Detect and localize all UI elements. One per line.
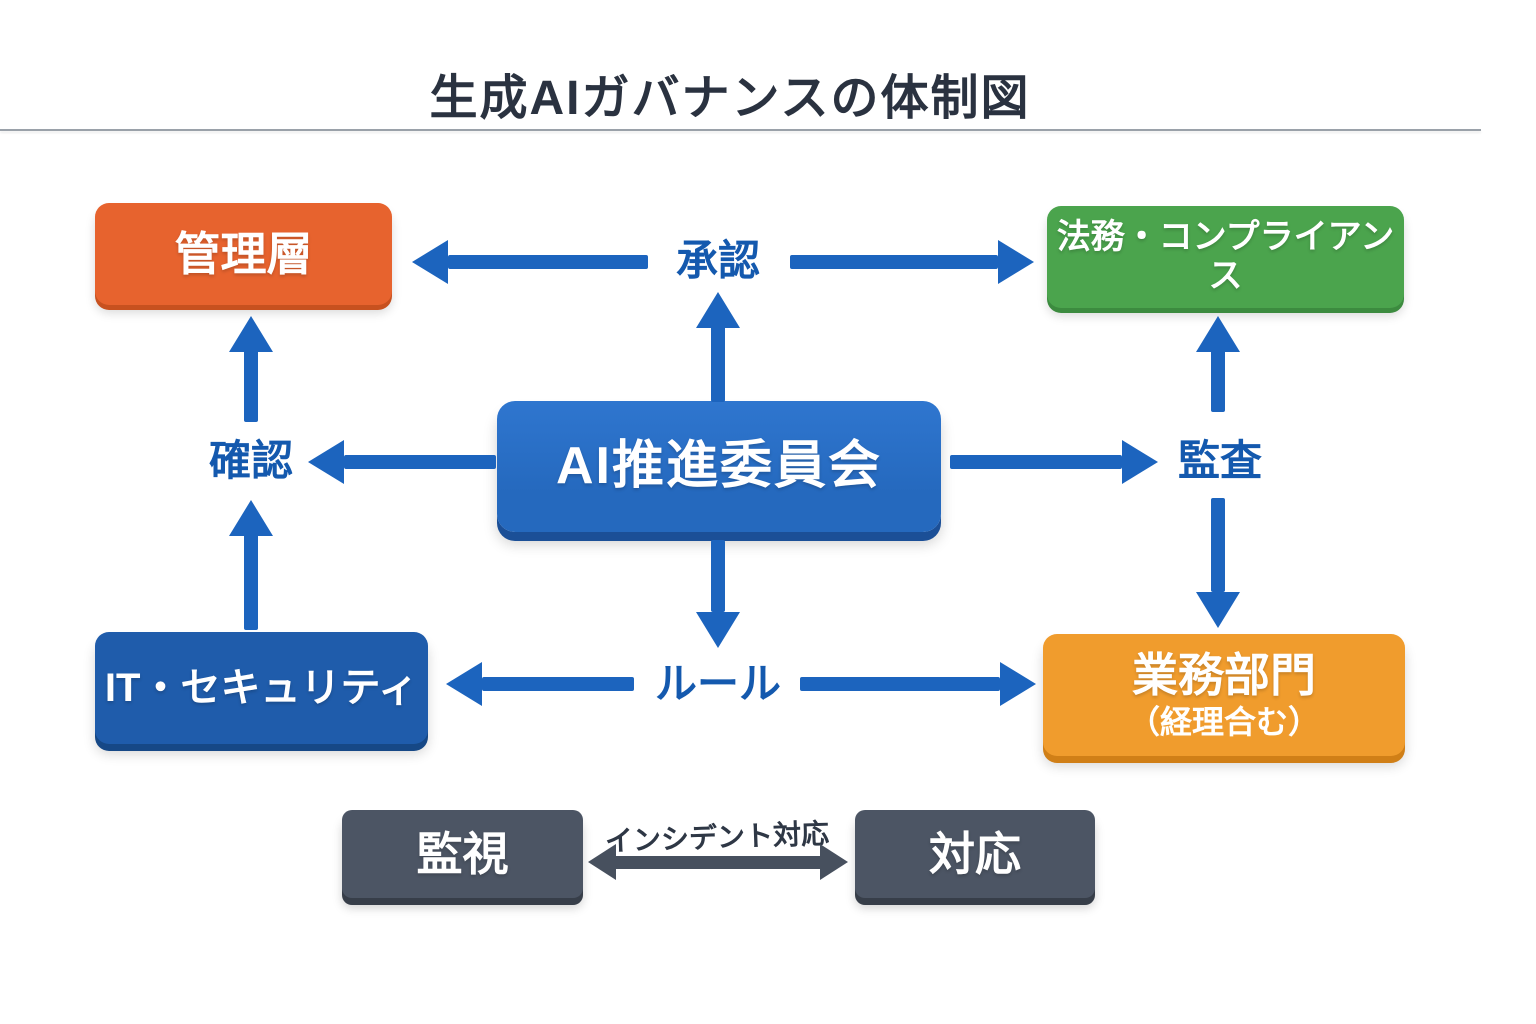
arrow-shaft-committee-to-rules — [711, 540, 725, 612]
arrow-shaft-confirmation-to-management — [244, 350, 258, 422]
edge-label-confirmation: 確認 — [208, 437, 293, 484]
node-response-label: 対応 — [929, 827, 1021, 880]
arrow-shaft-audit-to-business — [1211, 498, 1225, 592]
arrow-head-incident-right — [820, 844, 848, 880]
arrow-shaft-approval-left — [448, 255, 648, 269]
node-it-security: IT・セキュリティ — [95, 632, 428, 744]
edge-label-audit: 監査 — [1177, 437, 1262, 484]
arrow-head-rules-to-it — [446, 662, 482, 706]
arrow-shaft-committee-to-approval — [711, 326, 725, 402]
node-legal-compliance-label: 法務・コンプライアンス — [1056, 217, 1395, 295]
page-title: 生成AIガバナンスの体制図 — [429, 72, 1031, 125]
node-ai-committee-label: AI推進委員会 — [555, 436, 882, 495]
arrow-head-committee-to-confirmation — [308, 440, 344, 484]
arrow-head-confirmation-to-management — [229, 316, 273, 352]
node-management: 管理層 — [95, 203, 392, 305]
arrow-head-committee-to-audit — [1122, 440, 1158, 484]
arrow-head-approval-to-management — [412, 240, 448, 284]
arrow-head-audit-to-business — [1196, 592, 1240, 628]
arrow-shaft-audit-to-legal — [1211, 350, 1225, 412]
arrow-shaft-committee-to-confirmation — [344, 455, 496, 469]
node-business-dept-label: 業務部門 — [1132, 649, 1316, 702]
node-business-dept: 業務部門 （経理合む） — [1043, 634, 1405, 756]
arrow-shaft-rules-to-business — [800, 677, 1000, 691]
arrow-head-rules-to-business — [1000, 662, 1036, 706]
arrow-head-committee-to-approval — [696, 292, 740, 328]
node-monitoring-label: 監視 — [416, 827, 509, 880]
arrow-shaft-approval-right — [790, 255, 998, 269]
arrow-shaft-committee-to-audit — [950, 455, 1122, 469]
edge-label-approval: 承認 — [675, 237, 760, 284]
node-response: 対応 — [855, 810, 1095, 898]
arrow-head-incident-left — [588, 844, 616, 880]
node-legal-compliance: 法務・コンプライアンス — [1047, 206, 1404, 308]
arrow-shaft-incident — [614, 856, 822, 869]
node-monitoring: 監視 — [342, 810, 583, 898]
title-divider — [0, 129, 1481, 131]
arrow-head-committee-to-rules — [696, 612, 740, 648]
arrow-head-it-to-confirmation — [229, 500, 273, 536]
edge-label-incident-response: インシデント対応 — [604, 818, 830, 857]
arrow-head-audit-to-legal — [1196, 316, 1240, 352]
arrow-shaft-it-to-confirmation — [244, 534, 258, 630]
arrow-shaft-rules-to-it — [482, 677, 634, 691]
node-business-dept-sublabel: （経理合む） — [1127, 704, 1320, 741]
node-it-security-label: IT・セキュリティ — [104, 666, 419, 710]
edge-label-rules: ルール — [654, 660, 781, 707]
node-ai-committee: AI推進委員会 — [497, 401, 941, 532]
arrow-head-approval-to-legal — [998, 240, 1034, 284]
node-management-label: 管理層 — [174, 227, 313, 280]
